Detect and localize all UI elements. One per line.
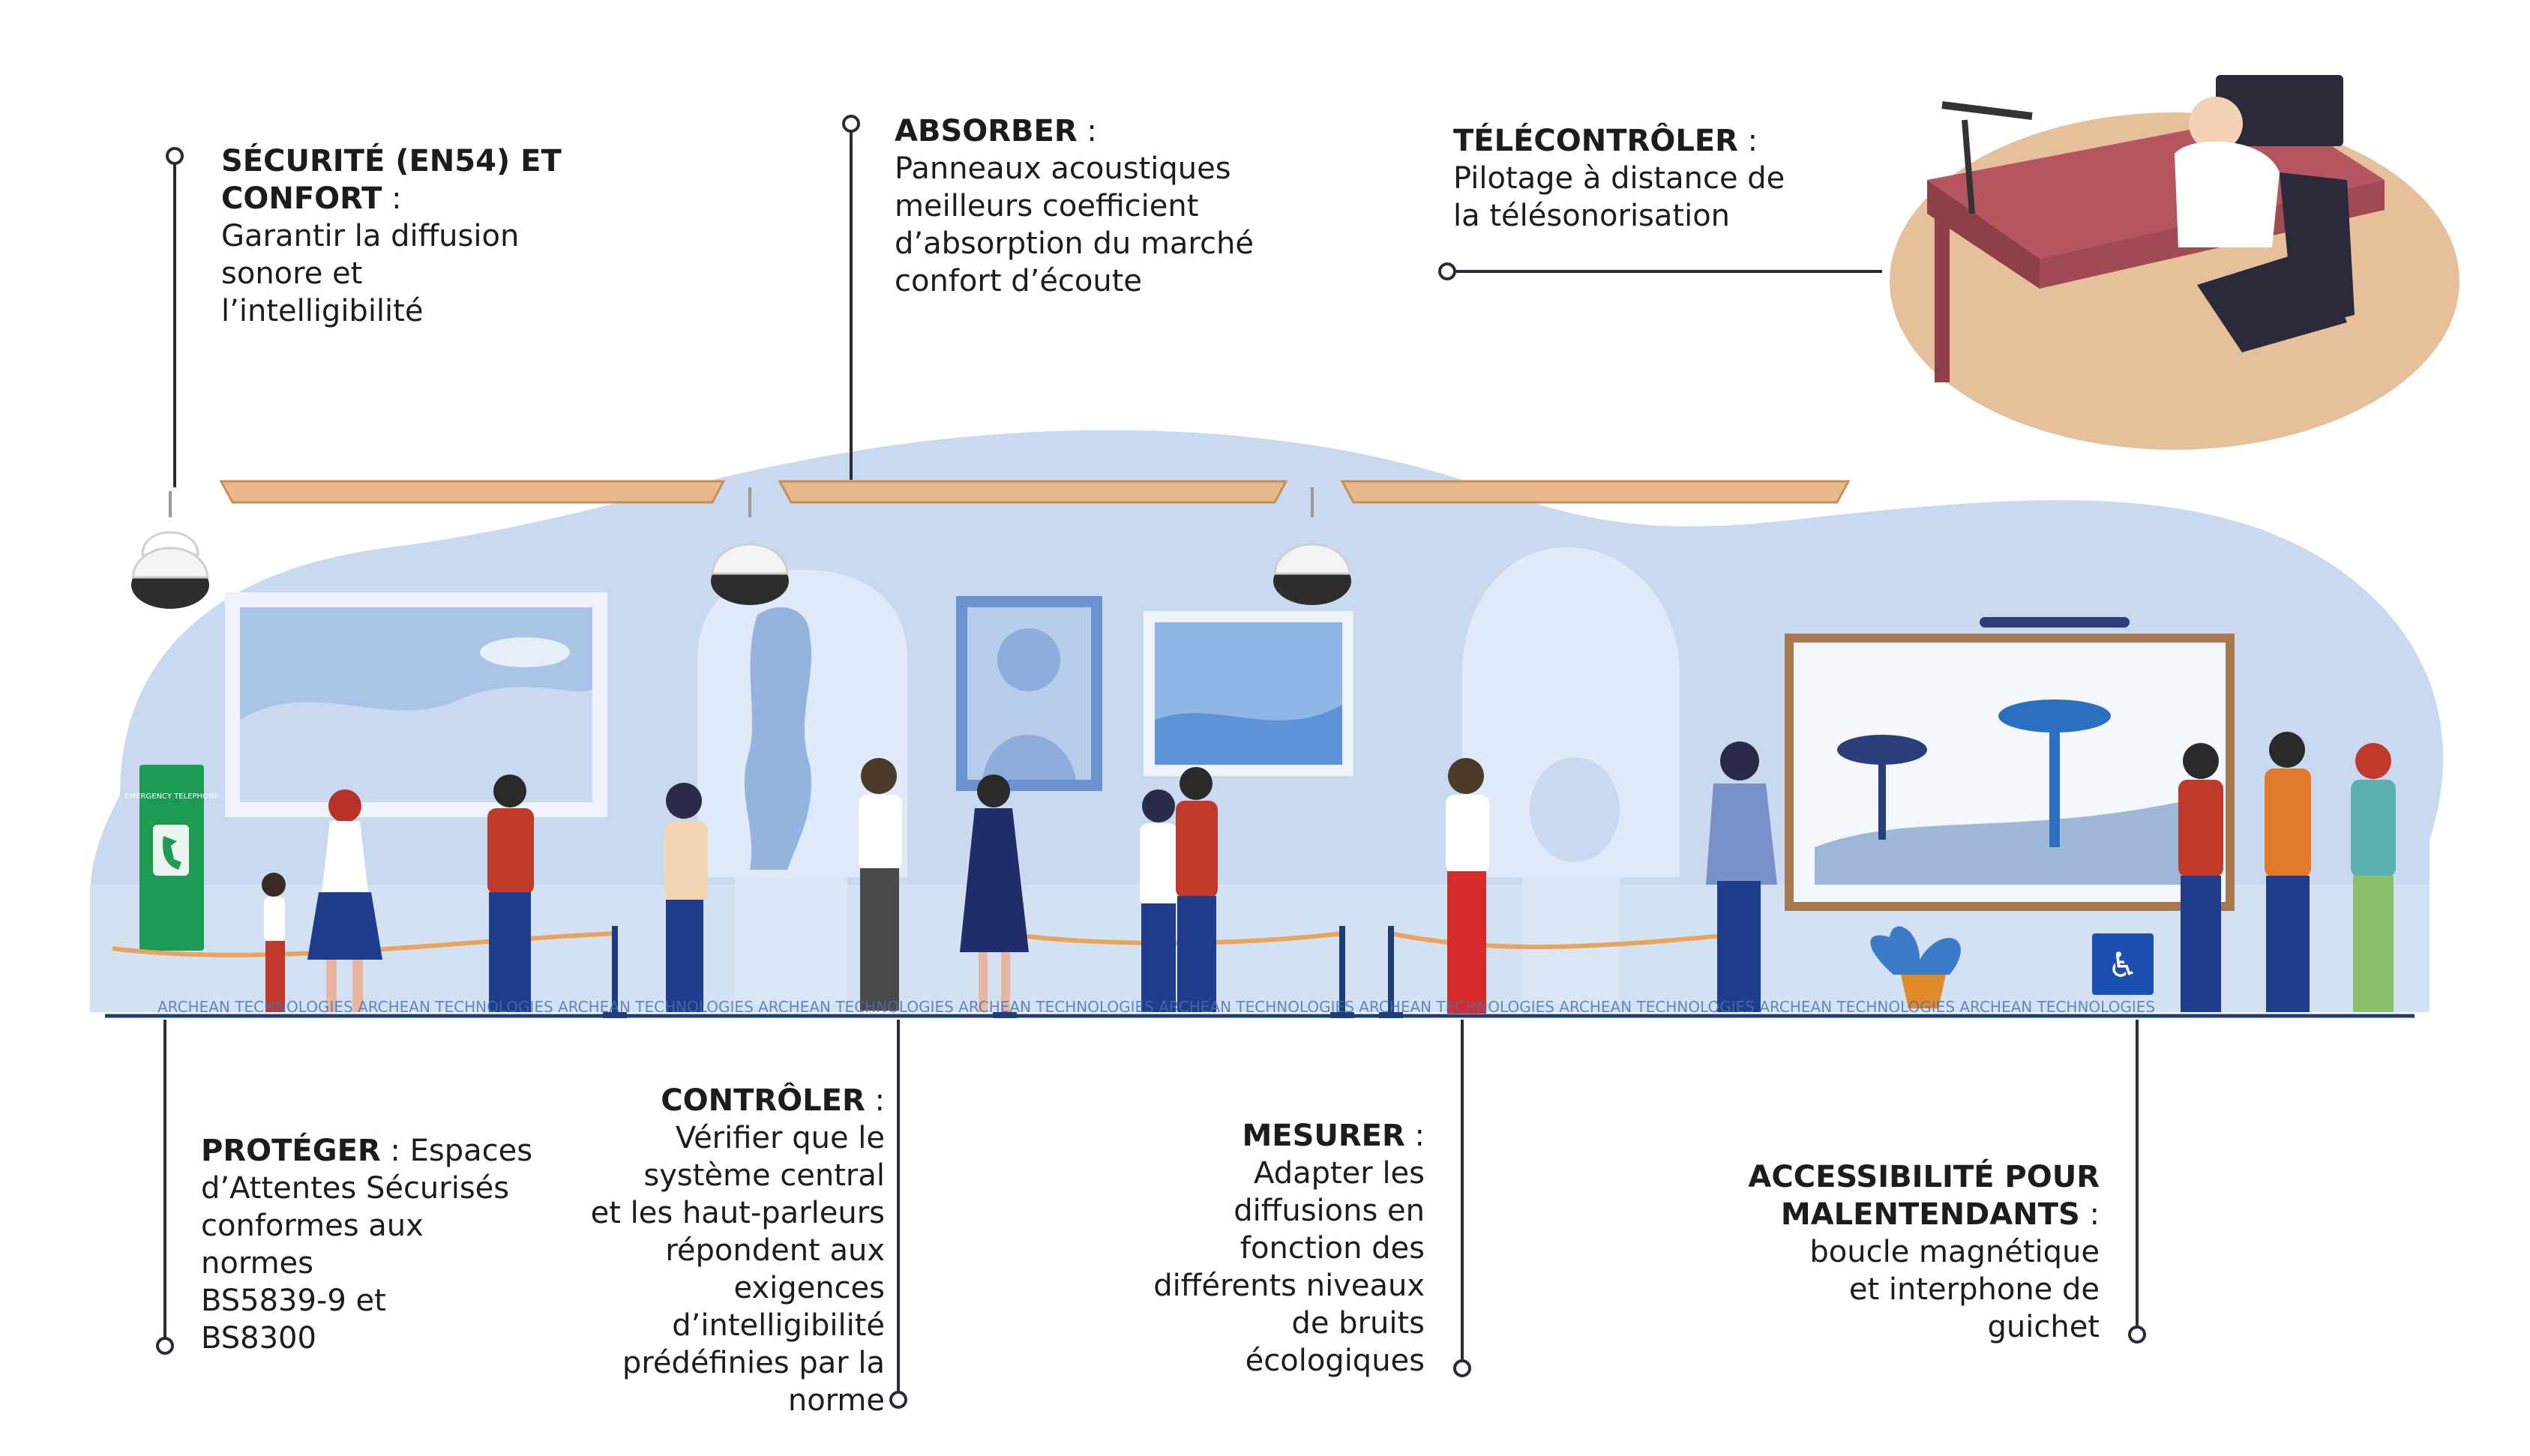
callout-accessibilite-line: et interphone de: [1848, 1272, 2100, 1307]
callout-controler-line: prédéfinies par la: [622, 1346, 885, 1380]
callout-controler-line: d’intelligibilité: [672, 1308, 885, 1343]
callout-proteger-sep: : Espaces: [380, 1134, 533, 1168]
callout-accessibilite-sep: :: [2079, 1197, 2100, 1232]
statue-niche-2: [1462, 547, 1680, 1005]
callout-accessibilite-line: boucle magnétique: [1809, 1235, 2100, 1269]
acoustic-panel-2: [778, 480, 1288, 504]
callout-telecontroler-line: Pilotage à distance de: [1453, 161, 1785, 196]
pendant-speaker-2: [711, 487, 789, 605]
person-woman-jacket: [1706, 741, 1777, 1012]
pendant-speaker-1: [131, 491, 209, 609]
callout-securite-line: l’intelligibilité: [221, 294, 424, 328]
callout-securite-line: Garantir la diffusion: [221, 219, 520, 253]
callout-telecontroler-title: TÉLÉCONTRÔLER: [1453, 124, 1738, 158]
callout-mesurer: MESURER : Adapter les diffusions en fonc…: [1035, 1117, 1425, 1380]
callout-mesurer-line: fonction des: [1240, 1231, 1425, 1266]
callout-telecontroler-line: la télésonorisation: [1453, 199, 1731, 233]
callout-proteger-line: normes: [201, 1246, 313, 1281]
callout-mesurer-line: écologiques: [1245, 1344, 1425, 1378]
svg-text:♿: ♿: [2107, 945, 2138, 985]
callout-proteger-line: conformes aux: [201, 1209, 424, 1243]
person-woman-teal: [2351, 743, 2396, 1012]
callout-absorber-title: ABSORBER: [895, 114, 1078, 148]
callout-proteger-line: BS5839-9 et: [201, 1284, 386, 1318]
watermark-text: ARCHEAN TECHNOLOGIES ARCHEAN TECHNOLOGIE…: [157, 998, 2155, 1016]
callout-proteger: PROTÉGER : Espaces d’Attentes Sécurisés …: [201, 1132, 591, 1357]
person-child: [262, 873, 286, 1012]
painting-trees: [1785, 617, 2235, 911]
pendant-speaker-3: [1273, 487, 1351, 605]
person-woman-blue-skirt: [307, 789, 382, 1012]
callout-accessibilite: ACCESSIBILITÉ POUR MALENTENDANTS : boucl…: [1672, 1158, 2100, 1346]
callout-controler-sep: :: [865, 1083, 886, 1118]
phone-label: EMERGENCY TELEPHONE: [124, 792, 218, 801]
callout-lines: [156, 115, 2146, 1409]
painting-portrait: [956, 596, 1102, 791]
visitors: [262, 732, 2396, 1014]
callout-controler-line: Vérifier que le: [675, 1121, 885, 1155]
callout-mesurer-line: diffusions en: [1234, 1194, 1425, 1228]
callout-securite-sep: :: [382, 181, 402, 216]
hearing-loop-sign: ♿: [2092, 933, 2154, 995]
callout-securite: SÉCURITÉ (EN54) ET CONFORT : Garantir la…: [221, 142, 596, 330]
callout-controler-line: répondent aux: [665, 1233, 885, 1268]
callout-controler: CONTRÔLER : Vérifier que le système cent…: [480, 1082, 885, 1419]
potted-plant: [1870, 926, 1961, 1008]
callout-mesurer-line: différents niveaux: [1153, 1269, 1425, 1303]
person-woman-red-cardigan: [2178, 743, 2223, 1012]
callout-proteger-line: BS8300: [201, 1321, 316, 1356]
callout-controler-line: exigences: [733, 1271, 885, 1305]
acoustic-panel-1: [219, 480, 726, 504]
callout-absorber-line: confort d’écoute: [895, 264, 1143, 298]
person-woman-beige: [664, 783, 708, 1012]
remote-control-desk: [1890, 75, 2460, 450]
callout-accessibilite-title-2: MALENTENDANTS: [1780, 1197, 2080, 1232]
callout-mesurer-line: de bruits: [1291, 1306, 1425, 1341]
callout-accessibilite-line: guichet: [1987, 1310, 2100, 1344]
callout-absorber-line: Panneaux acoustiques: [895, 151, 1231, 186]
painting-landscape-left: [225, 592, 607, 817]
person-man-orange: [2265, 732, 2311, 1012]
callout-securite-title-2: CONFORT: [221, 181, 382, 216]
callout-absorber-line: meilleurs coefficient: [895, 189, 1199, 223]
callout-controler-line: norme: [787, 1383, 885, 1418]
acoustic-panels: [219, 480, 1851, 504]
callout-telecontroler-sep: :: [1737, 124, 1758, 158]
callout-securite-line: sonore et: [221, 256, 363, 291]
callout-mesurer-sep: :: [1404, 1119, 1425, 1153]
callout-absorber: ABSORBER : Panneaux acoustiques meilleur…: [895, 112, 1314, 300]
callout-controler-line: système central: [643, 1158, 885, 1193]
person-man-red-shirt: [487, 774, 534, 1012]
callout-mesurer-title: MESURER: [1242, 1119, 1405, 1153]
callout-proteger-line: d’Attentes Sécurisés: [201, 1171, 510, 1206]
person-guide-meter: [1446, 758, 1489, 1014]
callout-proteger-title: PROTÉGER: [201, 1134, 381, 1168]
painting-sea: [1144, 611, 1353, 776]
callout-absorber-line: d’absorption du marché: [895, 226, 1254, 261]
emergency-telephone: EMERGENCY TELEPHONE: [124, 765, 219, 951]
callout-telecontroler: TÉLÉCONTRÔLER : Pilotage à distance de l…: [1453, 122, 1873, 235]
callout-mesurer-line: Adapter les: [1254, 1156, 1425, 1191]
acoustic-panel-3: [1340, 480, 1851, 504]
person-couple: [1140, 767, 1218, 1012]
statue-niche-1: [697, 570, 907, 1005]
callout-controler-line: et les haut-parleurs: [590, 1196, 885, 1230]
callout-absorber-sep: :: [1077, 114, 1097, 148]
callout-accessibilite-title-1: ACCESSIBILITÉ POUR: [1748, 1160, 2100, 1194]
person-woman-dress: [960, 774, 1029, 1012]
person-guide-tablet: [859, 758, 902, 1011]
callout-securite-title-1: SÉCURITÉ (EN54) ET: [221, 144, 562, 178]
callout-controler-title: CONTRÔLER: [661, 1083, 865, 1118]
